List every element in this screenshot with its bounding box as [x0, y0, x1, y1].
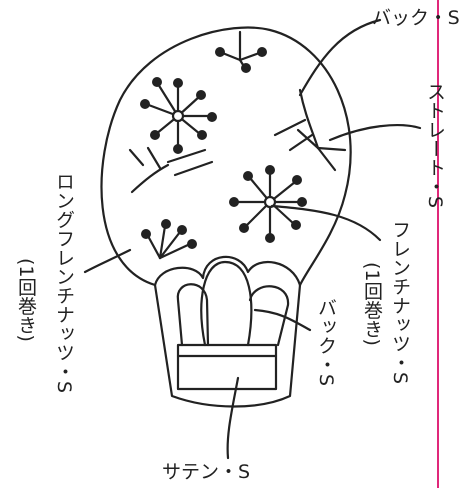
middle-star-flower — [234, 170, 302, 238]
label-back-middle: バック・S — [315, 298, 337, 386]
label-french-right-note: (1回巻き) — [361, 262, 383, 346]
satin-panel — [176, 343, 278, 391]
balloon-outline — [100, 26, 352, 287]
label-satin: サテン・S — [162, 461, 250, 483]
basket-petal-left — [176, 283, 210, 347]
left-leaf-strokes — [128, 146, 214, 194]
leader-satin — [226, 376, 240, 460]
leader-back-top — [298, 18, 382, 97]
leader-straight — [328, 124, 422, 142]
label-french-right: フレンチナッツ・S — [389, 220, 411, 384]
left-star-flower — [144, 82, 212, 150]
knots — [140, 47, 307, 249]
straight-stitch-branch — [273, 88, 347, 172]
label-straight: ストレート・S — [424, 82, 446, 208]
leader-french-right — [270, 204, 382, 242]
top-sprig — [218, 30, 264, 70]
label-back-top: バック・S — [372, 7, 460, 29]
basket-petal-center — [200, 260, 253, 347]
label-french-left-note: (1回巻き) — [15, 258, 37, 342]
basket-rim — [153, 255, 302, 287]
bottom-left-sprig — [146, 224, 192, 260]
basket-outer — [153, 283, 302, 408]
leader-back-middle — [253, 308, 312, 332]
label-french-left: ロングフレンチナッツ・S — [53, 172, 75, 393]
basket-petal-right — [248, 285, 290, 347]
leader-french-left — [83, 248, 132, 274]
